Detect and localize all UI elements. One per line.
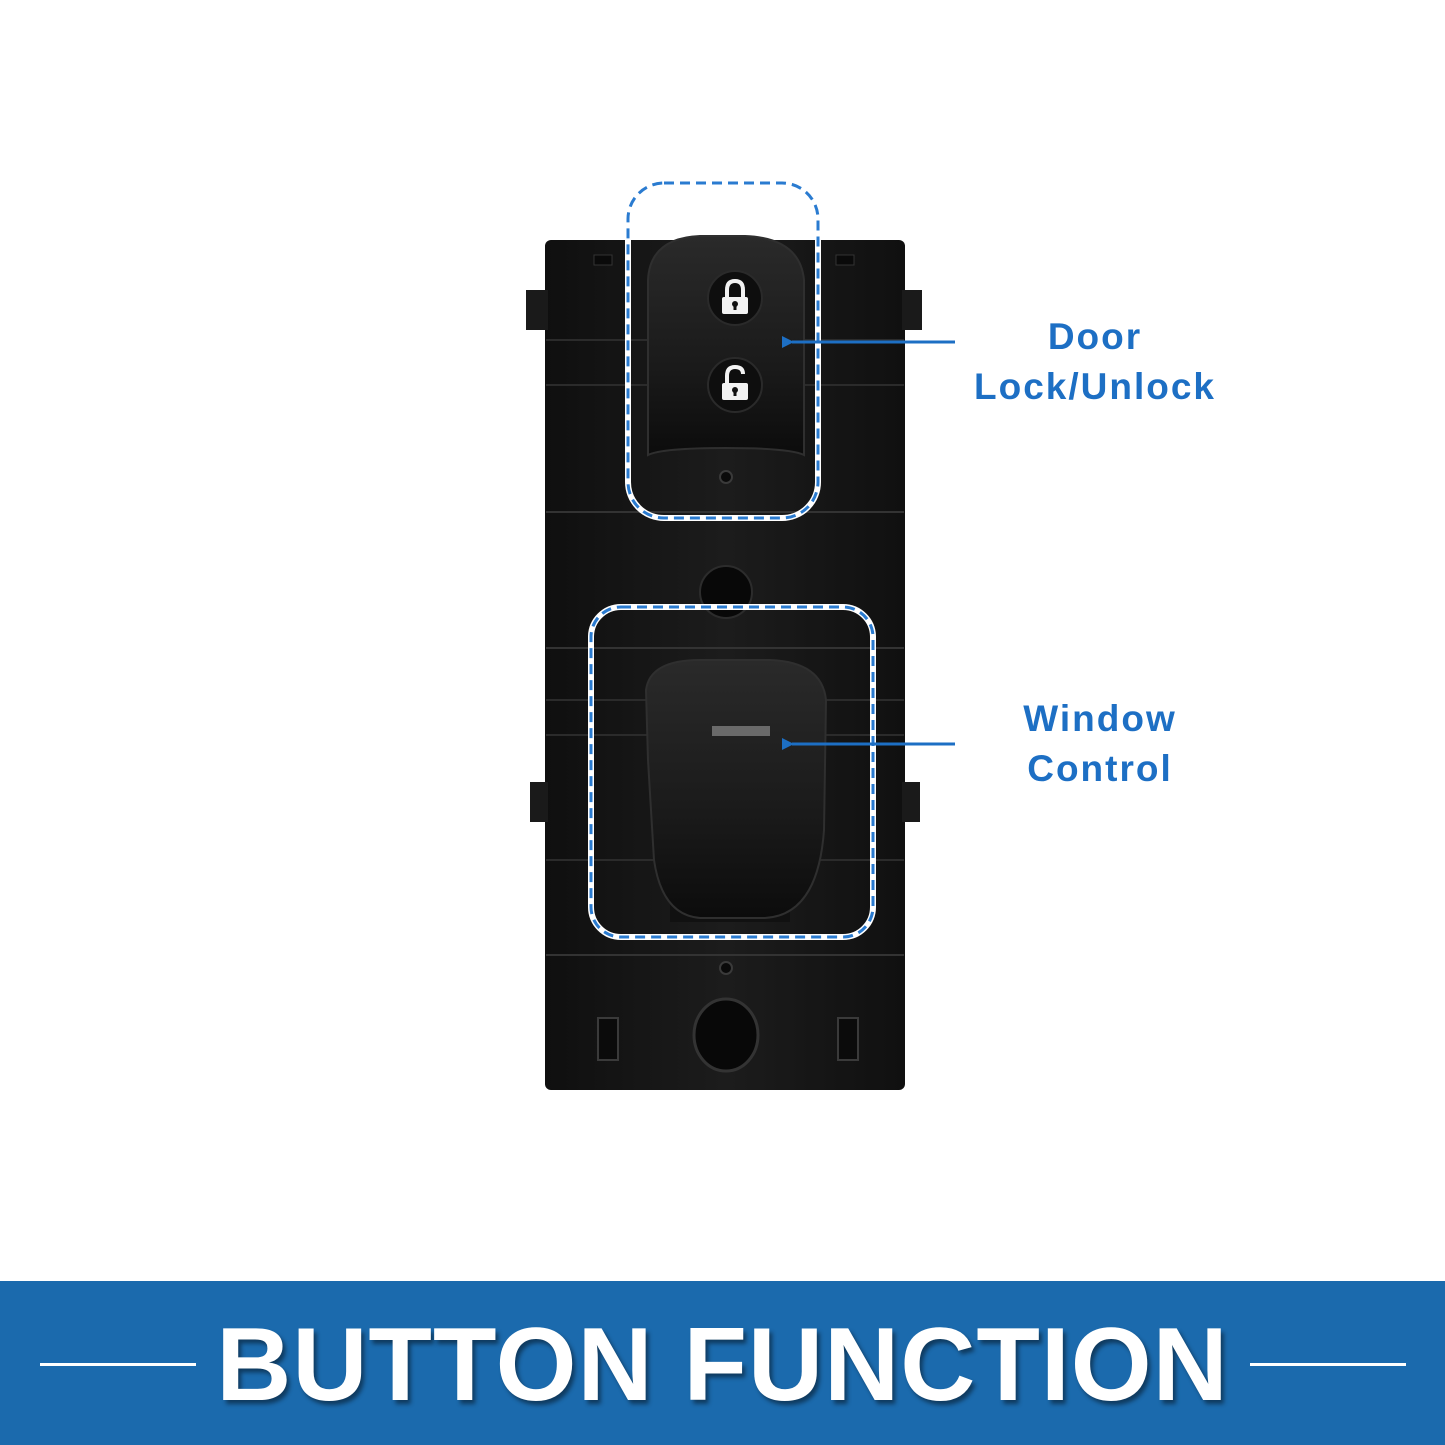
window-control-label-line1: Window: [1023, 698, 1177, 739]
window-control-button: [644, 659, 828, 922]
window-control-label: Window Control: [950, 694, 1250, 794]
door-lock-highlight: [625, 180, 821, 521]
door-lock-label: Door Lock/Unlock: [940, 312, 1250, 412]
banner-divider-right: [1250, 1363, 1406, 1366]
window-control-highlight: [588, 604, 876, 940]
door-lock-label-line1: Door: [1047, 316, 1143, 357]
banner-divider-left: [40, 1363, 196, 1366]
title-banner: BUTTON FUNCTION: [0, 1281, 1445, 1445]
window-switch-illustration: [526, 180, 955, 1090]
door-lock-label-line2: Lock/Unlock: [974, 366, 1216, 407]
window-control-label-line2: Control: [1027, 748, 1173, 789]
banner-title: BUTTON FUNCTION: [216, 1307, 1229, 1423]
lock-closed-icon: [707, 270, 763, 326]
lock-open-icon: [707, 357, 763, 413]
door-lock-button: [647, 235, 805, 457]
